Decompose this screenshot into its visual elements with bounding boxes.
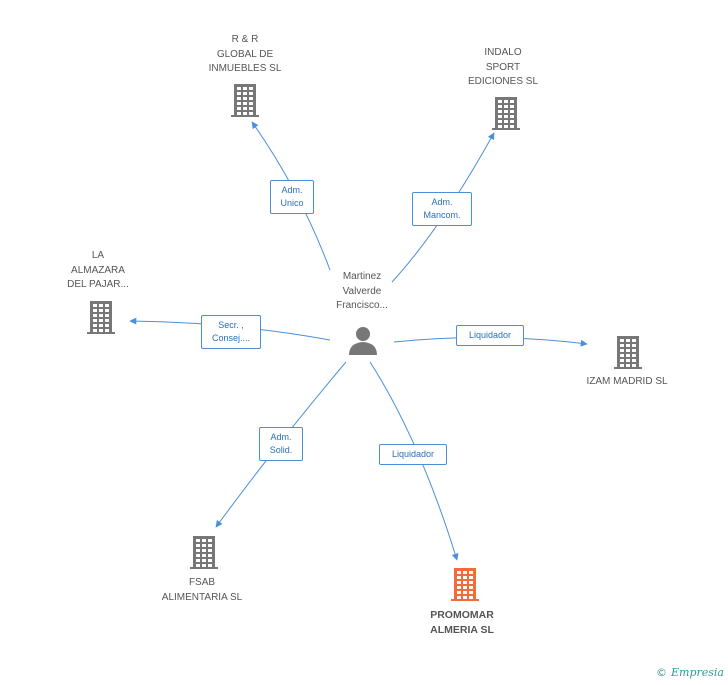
person-icon[interactable]	[349, 327, 377, 355]
person-name[interactable]: Martinez Valverde Francisco...	[336, 271, 388, 311]
brand-name: Empresia	[671, 666, 724, 679]
building-icon[interactable]	[190, 536, 218, 569]
company-name-fsab[interactable]: FSAB ALIMENTARIA SL	[161, 577, 243, 603]
relation-label-fsab[interactable]: Adm. Solid.	[259, 427, 303, 461]
building-icon[interactable]	[87, 301, 115, 334]
building-icon[interactable]	[492, 97, 520, 130]
brand-logo[interactable]: © Empresia	[656, 666, 724, 679]
building-icon-highlighted[interactable]	[451, 568, 479, 601]
relation-label-promomar[interactable]: Liquidador	[379, 444, 447, 465]
company-name-rr[interactable]: R & R GLOBAL DE INMUEBLES SL	[208, 34, 282, 74]
copyright-icon: ©	[656, 666, 667, 679]
company-name-promomar[interactable]: PROMOMAR ALMERIA SL	[430, 609, 494, 636]
building-icon[interactable]	[231, 84, 259, 117]
company-name-almazara[interactable]: LA ALMAZARA DEL PAJAR...	[67, 250, 129, 290]
building-icon[interactable]	[614, 336, 642, 369]
relation-label-almazara[interactable]: Secr. , Consej....	[201, 315, 261, 349]
relation-label-rr[interactable]: Adm. Unico	[270, 180, 314, 214]
company-name-indalo[interactable]: INDALO SPORT EDICIONES SL	[467, 47, 539, 87]
relation-label-indalo[interactable]: Adm. Mancom.	[412, 192, 472, 226]
relation-label-izam[interactable]: Liquidador	[456, 325, 524, 346]
company-name-izam[interactable]: IZAM MADRID SL	[586, 376, 668, 387]
